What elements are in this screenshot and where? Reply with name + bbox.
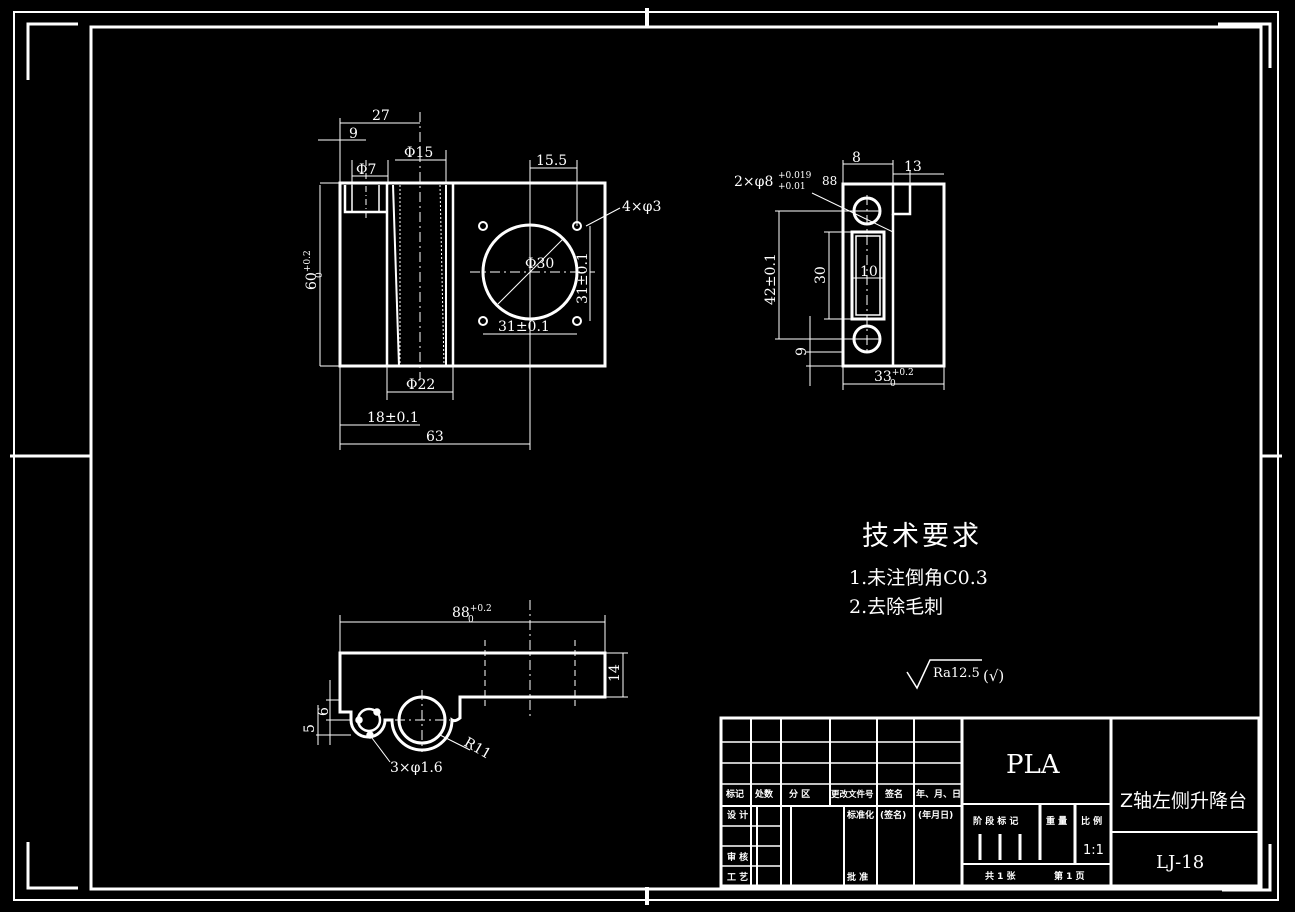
- front-view: [318, 112, 621, 450]
- tech-item-2: 2.去除毛刺: [849, 596, 943, 618]
- bottom-view: [316, 600, 628, 763]
- roughness-suffix: (√): [983, 667, 1004, 685]
- dim-33-low: 0: [890, 379, 896, 389]
- dim-6: 6: [316, 707, 332, 716]
- sheet-number: 第 1 页: [1054, 870, 1085, 882]
- dim-10: 10: [860, 264, 878, 280]
- dim-31-horizontal: 31±0.1: [498, 319, 550, 335]
- dim-18: 18±0.1: [367, 410, 419, 426]
- dim-holes-tol-low: +0.01: [778, 182, 806, 192]
- dim-holes-tol-up: +0.019: [778, 171, 812, 181]
- drawing-number: LJ-18: [1156, 852, 1204, 873]
- inner-border: [89, 25, 1263, 891]
- material: PLA: [1006, 750, 1061, 780]
- header-zone: 分 区: [789, 788, 810, 800]
- header-date: 年、月、日: [916, 788, 961, 800]
- roughness-symbol: [906, 659, 982, 690]
- dim-42: 42±0.1: [763, 253, 779, 305]
- header-change-doc: 更改文件号: [831, 789, 874, 800]
- dim-dia7: Φ7: [356, 162, 376, 178]
- dim-9-side: 9: [794, 347, 810, 356]
- dim-depth: 88: [822, 174, 837, 188]
- dim-14: 14: [607, 664, 623, 682]
- tech-item-1: 1.未注倒角C0.3: [849, 567, 988, 589]
- dim-88-low: 0: [468, 615, 474, 625]
- part-name: Z轴左侧升降台: [1120, 790, 1247, 812]
- dim-30: 30: [813, 266, 829, 284]
- header-count: 处数: [754, 788, 774, 800]
- row-design: 设 计: [727, 809, 748, 821]
- dim-3-holes: 3×φ1.6: [390, 760, 443, 776]
- dim-5: 5: [302, 724, 318, 733]
- dim-31-vertical: 31±0.1: [575, 252, 591, 304]
- dim-9: 9: [349, 126, 358, 142]
- roughness-value: Ra12.5: [933, 666, 980, 681]
- corner-mark-tr: [1218, 22, 1272, 68]
- dim-dia30: Φ30: [525, 256, 554, 272]
- dim-2-holes: 2×φ8: [734, 174, 773, 190]
- scale-header: 比 例: [1081, 815, 1102, 827]
- row-std-date: (年月日): [918, 809, 953, 821]
- dim-63: 63: [426, 429, 444, 445]
- dim-33: 33+0.2: [874, 368, 914, 385]
- sheet-total: 共 1 张: [985, 870, 1017, 882]
- corner-mark-tl: [26, 22, 78, 80]
- header-sign: 签名: [884, 788, 903, 800]
- dim-dia15: Φ15: [404, 145, 433, 161]
- scale-value: 1:1: [1083, 843, 1104, 858]
- dim-60-low: 0: [315, 272, 325, 278]
- row-approve: 批 准: [847, 871, 868, 883]
- header-mark: 标记: [725, 788, 744, 800]
- dim-15-5: 15.5: [536, 153, 567, 169]
- row-std: 标准化: [846, 809, 874, 821]
- corner-mark-bl: [26, 842, 78, 890]
- dim-dia22: Φ22: [406, 377, 435, 393]
- weight-header: 重 量: [1046, 815, 1067, 827]
- side-view-labels: 2×φ8 +0.019 +0.01 88 8 13 42±0.1 30 10 9…: [734, 150, 922, 389]
- outer-border: [13, 11, 1279, 901]
- dim-4-holes: 4×φ3: [622, 199, 661, 215]
- stage-header: 阶 段 标 记: [973, 815, 1018, 827]
- title-block: 标记 处数 分 区 更改文件号 签名 年、月、日 设 计 标准化 (签名) (年…: [719, 716, 1261, 888]
- dim-88: 88+0.2: [452, 604, 492, 621]
- side-view: [775, 160, 946, 390]
- row-process: 工 艺: [727, 871, 748, 883]
- dim-8: 8: [852, 150, 861, 166]
- technical-requirements: 技术要求 1.未注倒角C0.3 2.去除毛刺 Ra12.5 (√): [849, 521, 1004, 690]
- row-std-sign: (签名): [880, 809, 906, 821]
- dim-60: 60+0.2: [303, 250, 320, 290]
- dim-27: 27: [372, 108, 390, 124]
- dim-r11: R11: [461, 735, 494, 763]
- dim-13: 13: [904, 159, 922, 175]
- corner-mark-br: [1222, 844, 1272, 892]
- front-view-labels: 27 9 Φ7 Φ15 15.5 4×φ3 60+0.2 0 Φ30 31±0.…: [303, 108, 661, 445]
- tech-title: 技术要求: [862, 521, 982, 552]
- row-review: 审 核: [727, 851, 748, 863]
